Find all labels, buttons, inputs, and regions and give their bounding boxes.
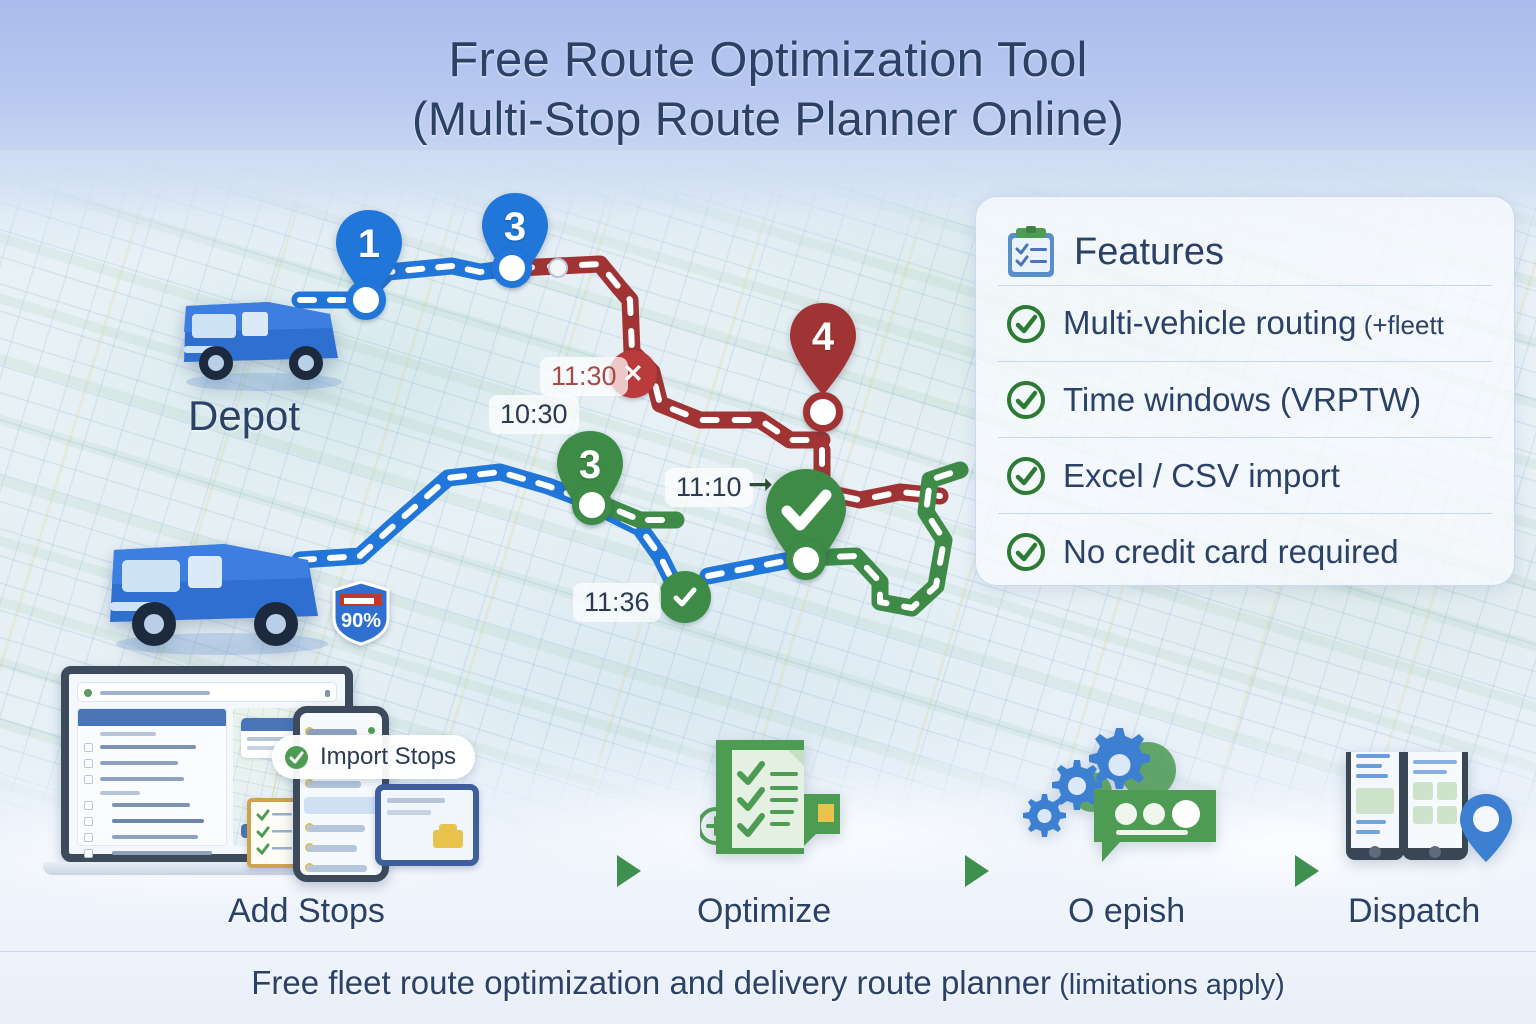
- route-node-delivered: [786, 540, 826, 580]
- route-node-4: [803, 392, 843, 432]
- depot-label: Depot: [188, 392, 301, 439]
- feature-text-main: Multi-vehicle routing: [1063, 303, 1357, 341]
- laptop-stop-list: [77, 708, 227, 858]
- check-circle-icon: [1007, 380, 1045, 419]
- route-node-3-green: [572, 485, 612, 525]
- list-line: [100, 777, 184, 781]
- features-divider-2: [998, 361, 1492, 362]
- list-line: [100, 791, 140, 795]
- workflow-label-optimize: Optimize: [697, 892, 832, 930]
- marker-3-blue-number: 3: [503, 205, 527, 249]
- list-line: [112, 803, 190, 807]
- features-heading: Features: [1074, 231, 1224, 273]
- list-checkbox[interactable]: [84, 759, 93, 768]
- map-marker-1[interactable]: 1: [330, 207, 408, 305]
- workflow-label-dispatch: Dispatch: [1348, 892, 1481, 930]
- delivery-van-lower: [110, 544, 328, 655]
- import-stops-label: Import Stops: [320, 743, 457, 770]
- check-circle-icon: [1007, 456, 1045, 495]
- workflow-arrow-2: [965, 855, 989, 887]
- time-label-1130: 11:30: [540, 357, 628, 396]
- shield-value: 90%: [340, 610, 382, 632]
- placeholder-line: [100, 691, 210, 695]
- features-divider-3: [998, 437, 1492, 438]
- list-line: [100, 732, 156, 736]
- phone-line: [307, 865, 367, 872]
- workflow-label-o-epish: O epish: [1068, 892, 1186, 930]
- tablet-illustration: [375, 784, 479, 866]
- feature-item-time-windows[interactable]: Time windows (VRPTW): [976, 362, 1514, 437]
- import-stops-badge[interactable]: Import Stops: [272, 735, 476, 779]
- time-label-1030: 10:30: [489, 395, 579, 434]
- route-node-3-blue: [492, 248, 532, 288]
- phone-selected-row[interactable]: [304, 797, 378, 814]
- route-node-1: [346, 280, 386, 320]
- checklist-document-icon: [700, 740, 840, 854]
- time-label-1136: 11:36: [573, 583, 661, 622]
- delivered-check-pin[interactable]: [758, 465, 854, 581]
- features-header: Features: [976, 197, 1514, 285]
- feature-label-multi-vehicle: Multi-vehicle routing (+fleett: [1063, 303, 1444, 345]
- delivered-check-small[interactable]: [659, 571, 711, 623]
- title-line-1: Free Route Optimization Tool: [448, 33, 1088, 87]
- feature-item-multi-vehicle[interactable]: Multi-vehicle routing (+fleett: [976, 286, 1514, 361]
- workflow-arrow-3: [1295, 855, 1319, 887]
- workflow-arrow-1: [617, 855, 641, 887]
- feature-label-time-windows: Time windows (VRPTW): [1063, 380, 1422, 418]
- features-panel: Features Multi-vehicle routing (+fleett …: [975, 196, 1515, 586]
- delivery-van-upper: [184, 302, 342, 391]
- feature-label-excel-csv: Excel / CSV import: [1063, 456, 1340, 494]
- page-title: Free Route Optimization Tool (Multi-Stop…: [0, 30, 1536, 148]
- laptop-search-bar: [77, 682, 337, 702]
- features-divider-1: [998, 285, 1492, 286]
- info-line: [247, 746, 287, 750]
- feature-item-no-credit-card[interactable]: No credit card required: [976, 514, 1514, 585]
- workflow-label-add-stops: Add Stops: [228, 892, 385, 930]
- mobile-phones-pin-icon: [1346, 752, 1512, 862]
- check-circle-icon: [1007, 532, 1045, 571]
- footer-divider: [0, 951, 1536, 952]
- list-checkbox[interactable]: [84, 801, 93, 810]
- marker-4-number: 4: [811, 315, 835, 359]
- marker-3-green-number: 3: [578, 443, 602, 487]
- list-checkbox[interactable]: [84, 743, 93, 752]
- list-checkbox[interactable]: [84, 833, 93, 842]
- highway-shield-badge: 90%: [330, 580, 392, 646]
- list-checkbox[interactable]: [84, 849, 93, 858]
- list-checkbox[interactable]: [84, 775, 93, 784]
- mic-icon: [325, 690, 330, 697]
- time-label-1110: 11:10: [665, 468, 753, 507]
- list-line: [100, 745, 196, 749]
- list-checkbox[interactable]: [84, 817, 93, 826]
- phone-status-dot: [368, 727, 375, 734]
- phone-line: [307, 825, 365, 832]
- phone-line: [307, 729, 357, 736]
- status-dot-icon: [84, 689, 92, 697]
- stop-list-header: [78, 709, 226, 726]
- gears-chat-icon: [1023, 728, 1216, 862]
- clipboard-checklist-icon: [1008, 226, 1054, 277]
- map-marker-4[interactable]: 4: [784, 300, 862, 398]
- info-line: [247, 737, 299, 741]
- marker-1-number: 1: [357, 222, 381, 266]
- check-circle-icon: [1007, 304, 1045, 343]
- feature-text-suffix: (+fleett: [1356, 309, 1444, 340]
- list-line: [100, 761, 178, 765]
- feature-item-excel-csv[interactable]: Excel / CSV import: [976, 438, 1514, 513]
- check-circle-filled-icon: [285, 745, 308, 769]
- footer-caption: Free fleet route optimization and delive…: [0, 962, 1536, 1006]
- list-line: [112, 851, 212, 855]
- route-waypoint-dot: [548, 258, 568, 278]
- list-line: [112, 835, 198, 839]
- arrow-right-icon: ➞: [748, 468, 774, 501]
- title-line-2: (Multi-Stop Route Planner Online): [412, 92, 1124, 145]
- caption-soft: (limitations apply): [1051, 969, 1285, 1001]
- list-line: [112, 819, 204, 823]
- caption-main: Free fleet route optimization and delive…: [251, 964, 1052, 1001]
- feature-label-no-credit-card: No credit card required: [1063, 532, 1399, 570]
- features-divider-4: [998, 513, 1492, 514]
- phone-line: [307, 845, 357, 852]
- phone-line: [307, 781, 361, 788]
